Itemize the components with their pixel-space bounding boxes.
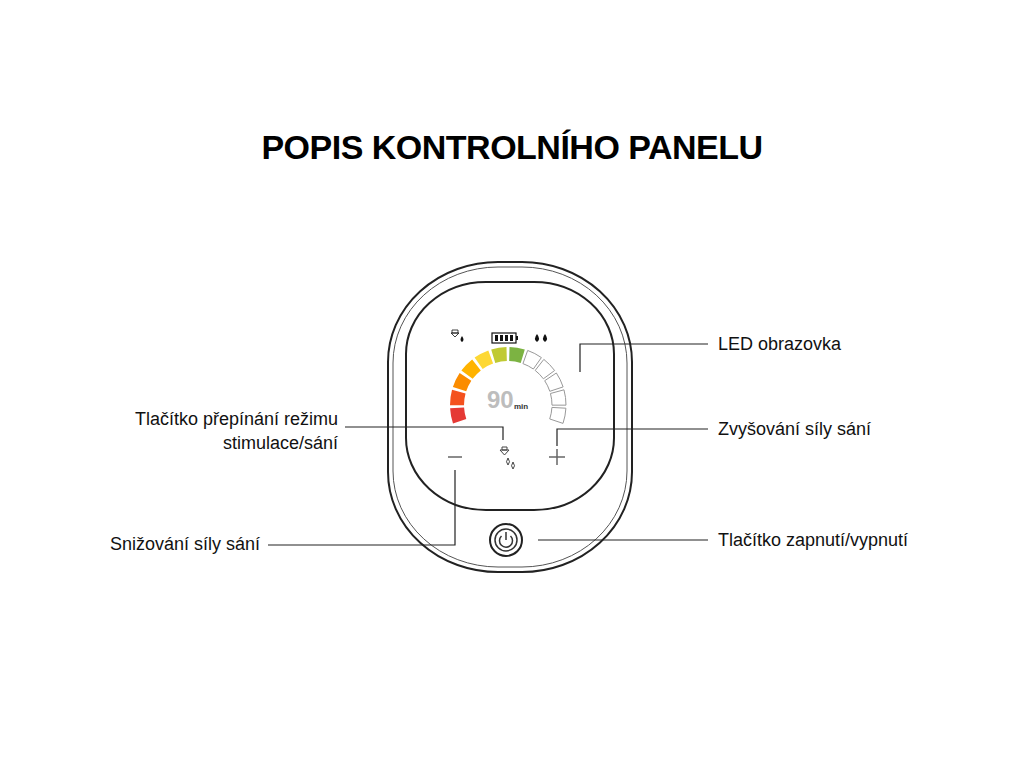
timer-unit: min	[514, 402, 528, 413]
status-icons	[451, 330, 547, 343]
arc-segment	[545, 373, 563, 391]
part-label: Snižování síly sání	[110, 532, 260, 556]
part-label: Tlačítko přepínání režimu stimulace/sání	[133, 407, 338, 456]
part-label: Tlačítko zapnutí/vypnutí	[718, 528, 908, 552]
screen-face	[406, 282, 614, 510]
minus-button	[448, 456, 462, 458]
panel-housing	[388, 262, 632, 572]
arc-segment	[475, 350, 493, 369]
diagram-title: POPIS KONTROLNÍHO PANELU	[0, 128, 1024, 167]
arc-segment	[550, 390, 566, 405]
arc-segment	[509, 347, 525, 363]
part-label: LED obrazovka	[718, 332, 841, 356]
suction-level-arc	[450, 347, 566, 423]
arc-segment	[491, 347, 507, 363]
plus-button	[549, 449, 565, 465]
power-button	[490, 524, 522, 556]
arc-segment	[461, 359, 480, 378]
panel-housing-inner	[393, 267, 627, 567]
mode-button	[500, 447, 515, 469]
arc-segment	[550, 407, 566, 423]
timer-digits: 90	[487, 384, 514, 416]
arc-segment	[450, 407, 466, 423]
arc-segment	[450, 390, 466, 405]
part-label: Zvyšování síly sání	[718, 417, 871, 441]
